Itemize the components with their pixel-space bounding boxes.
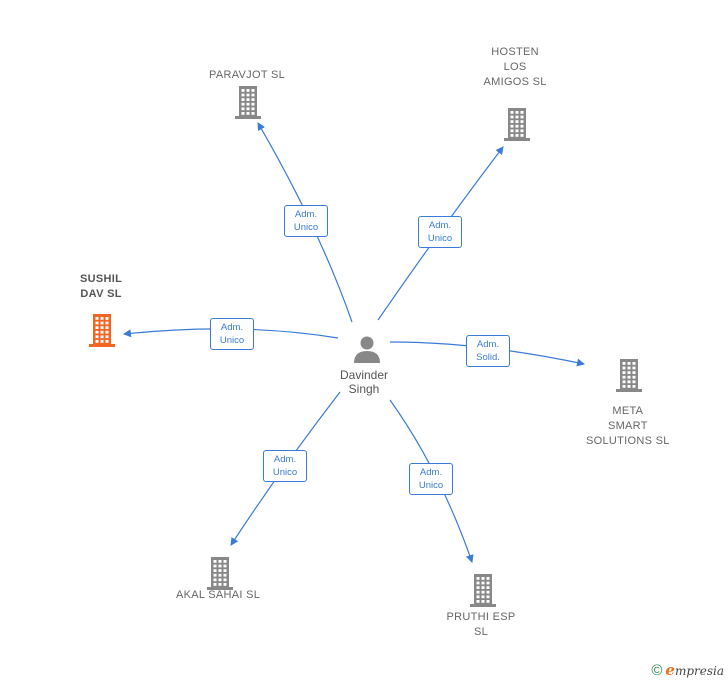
building-icon <box>504 108 530 141</box>
relation-label-paravjot[interactable]: Adm. Unico <box>284 205 328 237</box>
company-name-pruthi[interactable]: PRUTHI ESP SL <box>446 611 516 638</box>
building-icon <box>616 359 642 392</box>
company-node-pruthi[interactable] <box>468 572 498 608</box>
person-node[interactable] <box>352 334 382 369</box>
brand-logo: empresia <box>665 661 724 679</box>
company-name-sushil[interactable]: SUSHIL DAV SL <box>80 273 123 300</box>
building-icon <box>235 86 261 119</box>
company-name-hosten[interactable]: HOSTEN LOS AMIGOS SL <box>483 46 547 88</box>
company-name-paravjot[interactable]: PARAVJOT SL <box>209 69 286 81</box>
building-icon <box>207 557 233 590</box>
person-icon <box>354 336 380 363</box>
copyright-symbol: © <box>651 661 663 679</box>
company-name-meta[interactable]: META SMART SOLUTIONS SL <box>586 405 670 447</box>
building-icon <box>470 574 496 607</box>
relation-label-sushil[interactable]: Adm. Unico <box>210 318 254 350</box>
company-node-meta[interactable] <box>614 357 644 393</box>
relation-label-meta[interactable]: Adm. Solid. <box>466 335 510 367</box>
company-node-paravjot[interactable] <box>233 84 263 120</box>
footer-brand: © empresia <box>651 661 724 679</box>
company-node-akal[interactable] <box>205 555 235 591</box>
company-node-hosten[interactable] <box>502 106 532 142</box>
person-name[interactable]: Davinder Singh <box>340 368 389 396</box>
relation-label-hosten[interactable]: Adm. Unico <box>418 216 462 248</box>
company-name-akal[interactable]: AKAL SAHAI SL <box>176 589 261 601</box>
building-icon <box>89 314 115 347</box>
relation-label-pruthi[interactable]: Adm. Unico <box>409 463 453 495</box>
company-node-sushil[interactable] <box>87 312 117 348</box>
relation-label-akal[interactable]: Adm. Unico <box>263 450 307 482</box>
